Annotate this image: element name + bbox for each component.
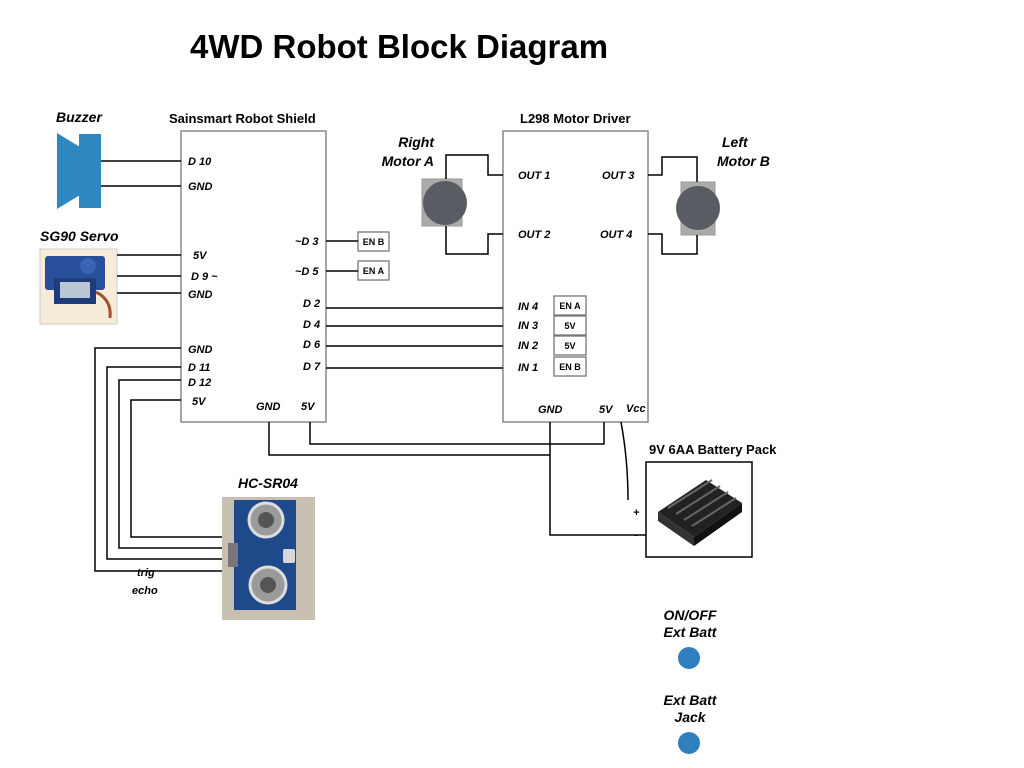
- shield-pin-gnd-servo: GND: [188, 289, 213, 301]
- sonar-transducer-bottom-core: [260, 577, 276, 593]
- shield-pin-d10: D 10: [188, 156, 212, 168]
- driver-pin-vcc: Vcc: [626, 403, 646, 415]
- servo-horn: [80, 258, 96, 274]
- driver-pin-out2: OUT 2: [518, 229, 550, 241]
- motor-a-label-1: Right: [398, 134, 435, 150]
- driver-pin-in4: IN 4: [518, 301, 538, 313]
- buzzer-flare: [57, 133, 80, 209]
- driver-pin-out4: OUT 4: [600, 229, 632, 241]
- driver-tag-in4-text: EN A: [559, 301, 581, 311]
- shield-pin-gnd-bottom: GND: [256, 401, 281, 413]
- shield-pin-d2: D 2: [303, 298, 320, 310]
- ext-batt-jack[interactable]: [678, 732, 700, 754]
- wire-out2-motor-a: [446, 226, 503, 254]
- wire-shield-5v-driver-5v: [310, 422, 604, 444]
- shield-pin-5v-bottom: 5V: [301, 401, 316, 413]
- driver-pin-out1: OUT 1: [518, 170, 550, 182]
- buzzer-icon: [57, 133, 101, 209]
- driver-tag-in3-text: 5V: [564, 321, 575, 331]
- servo-label: SG90 Servo: [40, 228, 119, 244]
- driver-pin-gnd: GND: [538, 404, 563, 416]
- driver-pin-in2: IN 2: [518, 340, 538, 352]
- motor-b-hub: [676, 186, 720, 230]
- buzzer-label: Buzzer: [56, 109, 103, 125]
- shield-pin-gnd-buzzer: GND: [188, 181, 213, 193]
- servo-label-plate: [60, 282, 90, 298]
- wire-shield-gnd: [269, 422, 550, 455]
- switch-label-2: Ext Batt: [664, 624, 718, 640]
- shield-pin-d6: D 6: [303, 339, 321, 351]
- shield-tag-en-a-text: EN A: [363, 266, 385, 276]
- sonar-label: HC-SR04: [238, 475, 298, 491]
- shield-label: Sainsmart Robot Shield: [169, 111, 316, 126]
- motor-b-icon: [676, 182, 720, 235]
- driver-pin-out3: OUT 3: [602, 170, 634, 182]
- motor-a-hub: [423, 181, 467, 225]
- shield-tag-en-b-text: EN B: [363, 237, 385, 247]
- jack-label-2: Jack: [674, 709, 706, 725]
- sonar-crystal: [283, 549, 295, 563]
- wire-vcc-battery-plus: [621, 422, 628, 500]
- shield-pin-d7: D 7: [303, 361, 321, 373]
- wire-out3-motor-b: [648, 157, 697, 182]
- page-title: 4WD Robot Block Diagram: [190, 28, 608, 65]
- sonar-transducer-top-core: [258, 512, 274, 528]
- driver-pin-in3: IN 3: [518, 320, 538, 332]
- shield-pin-d12: D 12: [188, 377, 211, 389]
- buzzer-body: [79, 134, 101, 208]
- shield-pin-d9: D 9 ~: [191, 271, 218, 283]
- sonar-header-pins: [228, 543, 238, 567]
- shield-pin-gnd-sonar: GND: [188, 344, 213, 356]
- servo-image: [40, 249, 117, 324]
- driver-tag-in1-text: EN B: [559, 362, 581, 372]
- shield-pin-d11: D 11: [188, 362, 210, 374]
- battery-plus: +: [633, 507, 640, 519]
- motor-a-icon: [422, 179, 467, 226]
- shield-pin-5v-servo: 5V: [193, 250, 208, 262]
- sonar-image: [222, 497, 315, 620]
- sonar-trig-label: trig: [137, 567, 155, 579]
- shield-pin-d5: ~D 5: [295, 266, 319, 278]
- wire-out4-motor-b: [648, 234, 697, 254]
- driver-pin-5v: 5V: [599, 404, 614, 416]
- motor-a-label-2: Motor A: [382, 153, 434, 169]
- on-off-button[interactable]: [678, 647, 700, 669]
- wire-driver-gnd-battery-minus: [550, 422, 646, 535]
- driver-label: L298 Motor Driver: [520, 111, 631, 126]
- jack-label-1: Ext Batt: [664, 692, 718, 708]
- battery-label: 9V 6AA Battery Pack: [649, 442, 777, 457]
- shield-pin-d3: ~D 3: [295, 236, 319, 248]
- shield-pin-5v-sonar: 5V: [192, 396, 207, 408]
- shield-pin-d4: D 4: [303, 319, 320, 331]
- sonar-echo-label: echo: [132, 585, 158, 597]
- driver-pin-in1: IN 1: [518, 362, 538, 374]
- motor-b-label-2: Motor B: [717, 153, 770, 169]
- motor-b-label-1: Left: [722, 134, 749, 150]
- wire-out1-motor-a: [446, 155, 503, 179]
- switch-label-1: ON/OFF: [664, 607, 717, 623]
- driver-tag-in2-text: 5V: [564, 341, 575, 351]
